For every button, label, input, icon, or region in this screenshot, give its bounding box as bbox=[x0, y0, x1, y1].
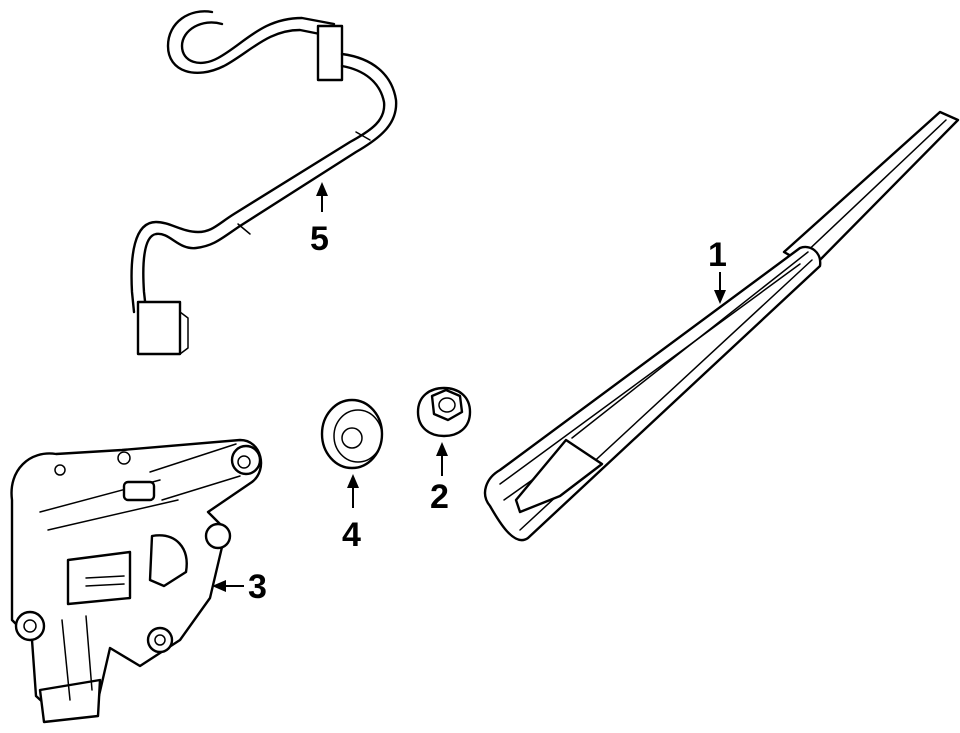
callout-2: 2 bbox=[430, 442, 449, 516]
callout-label-1: 1 bbox=[708, 236, 727, 274]
wiper-motor bbox=[10, 438, 263, 724]
wiring-harness bbox=[130, 10, 398, 356]
nut bbox=[416, 386, 472, 438]
cap bbox=[320, 398, 384, 470]
callout-3: 3 bbox=[212, 568, 267, 606]
callout-label-2: 2 bbox=[430, 478, 449, 516]
callout-4: 4 bbox=[342, 474, 361, 554]
callout-label-3: 3 bbox=[248, 568, 267, 606]
wiper-arm bbox=[483, 110, 960, 542]
callout-label-5: 5 bbox=[310, 220, 329, 258]
callout-label-4: 4 bbox=[342, 516, 361, 554]
callout-5: 5 bbox=[310, 182, 329, 258]
callout-1: 1 bbox=[708, 236, 727, 304]
